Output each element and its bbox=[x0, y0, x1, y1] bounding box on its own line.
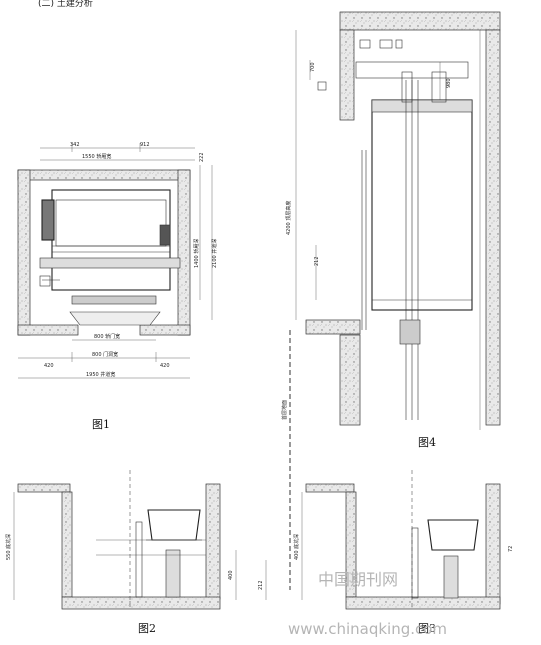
fig4-dim-head: 980 bbox=[446, 78, 452, 88]
fig2-pit-floor bbox=[61, 596, 221, 610]
plan-counterweight bbox=[41, 199, 55, 241]
fig2-buffer bbox=[165, 549, 181, 598]
sec-top-slab bbox=[339, 11, 501, 31]
fig1-dim-car-width: 1550 轿厢宽 bbox=[82, 153, 111, 160]
plan-car bbox=[51, 189, 171, 291]
fig1-dim-shaft-depth: 2100 井道深 bbox=[211, 239, 218, 268]
sec-car bbox=[371, 99, 473, 311]
fig1-dim-right-offset: 420 bbox=[160, 363, 170, 369]
fig4-caption: 图4 bbox=[418, 436, 436, 449]
figure-1-plan: 342 912 1550 轿厢宽 222 1400 轿厢深 2100 井道深 8… bbox=[17, 142, 218, 431]
sec-buffer bbox=[399, 319, 421, 345]
watermark-url: www.chinaqking.com bbox=[288, 620, 447, 638]
figure-4-section: 4200 顶层高度 700 980 212 首层地面 图4 bbox=[281, 11, 501, 590]
fig1-caption: 图1 bbox=[92, 418, 110, 431]
fig1-dim-top-left: 342 bbox=[70, 142, 80, 148]
fig3-slab bbox=[305, 483, 355, 493]
fig1-dim-car-depth: 1400 轿厢深 bbox=[193, 239, 200, 268]
header-text: (二) 土建分析 bbox=[38, 0, 93, 9]
plan-wall-top bbox=[17, 169, 191, 181]
sec-landing-slab bbox=[305, 319, 361, 335]
fig2-dim-d1: 400 bbox=[228, 570, 234, 580]
fig1-dim-clear-door: 800 轿门宽 bbox=[94, 333, 120, 340]
fig1-dim-left-offset: 420 bbox=[44, 363, 54, 369]
fig1-dim-shaft-width: 1950 井道宽 bbox=[86, 371, 115, 378]
fig4-floor-label: 首层地面 bbox=[281, 400, 288, 420]
fig2-wall-left bbox=[61, 491, 73, 598]
plan-wall-front-left bbox=[17, 324, 79, 336]
plan-wall-front-right bbox=[139, 324, 191, 336]
plan-wall-right bbox=[177, 169, 191, 336]
fig2-caption: 图2 bbox=[138, 622, 156, 635]
fig3-dim-pit-height: 400 底坑深 bbox=[293, 534, 300, 560]
fig4-dim-side: 212 bbox=[314, 256, 320, 266]
fig2-dim-d2: 212 bbox=[258, 580, 264, 590]
figure-2-pit: 550 底坑深 400 212 图2 bbox=[5, 470, 267, 635]
sec-wall-right bbox=[485, 29, 501, 426]
fig1-dim-side-top: 222 bbox=[199, 152, 205, 162]
plan-door-sill bbox=[71, 295, 157, 305]
figure-3-pit: 400 底坑深 72 图3 bbox=[293, 470, 514, 635]
fig2-dim-pit-height: 550 底坑深 bbox=[5, 534, 12, 560]
fig3-dim-d1: 72 bbox=[508, 546, 514, 552]
fig3-pit-floor bbox=[345, 596, 501, 610]
fig2-car-bottom bbox=[147, 509, 201, 541]
plan-wall-left bbox=[17, 169, 31, 336]
fig3-caption: 图3 bbox=[418, 622, 436, 635]
fig3-wall-right bbox=[485, 483, 501, 605]
plan-car-inner bbox=[55, 199, 167, 247]
plan-door-jamb bbox=[69, 311, 161, 326]
fig4-dim-top-box: 700 bbox=[310, 62, 316, 72]
fig1-dim-top-right: 912 bbox=[140, 142, 150, 148]
fig2-slab bbox=[17, 483, 71, 493]
fig3-car-bottom bbox=[427, 519, 479, 551]
fig3-buffer bbox=[443, 555, 459, 599]
watermark-cn: 中国期刊网 bbox=[318, 570, 398, 589]
fig4-dim-overhead: 4200 顶层高度 bbox=[285, 201, 292, 235]
fig1-dim-door-width: 800 门洞宽 bbox=[92, 351, 118, 358]
fig2-wall-right bbox=[205, 483, 221, 600]
plan-rail-right bbox=[159, 224, 171, 246]
plan-guide-rail-band bbox=[39, 257, 181, 269]
sec-wall-left-lower bbox=[339, 334, 361, 426]
sec-wall-left-upper bbox=[339, 29, 355, 121]
